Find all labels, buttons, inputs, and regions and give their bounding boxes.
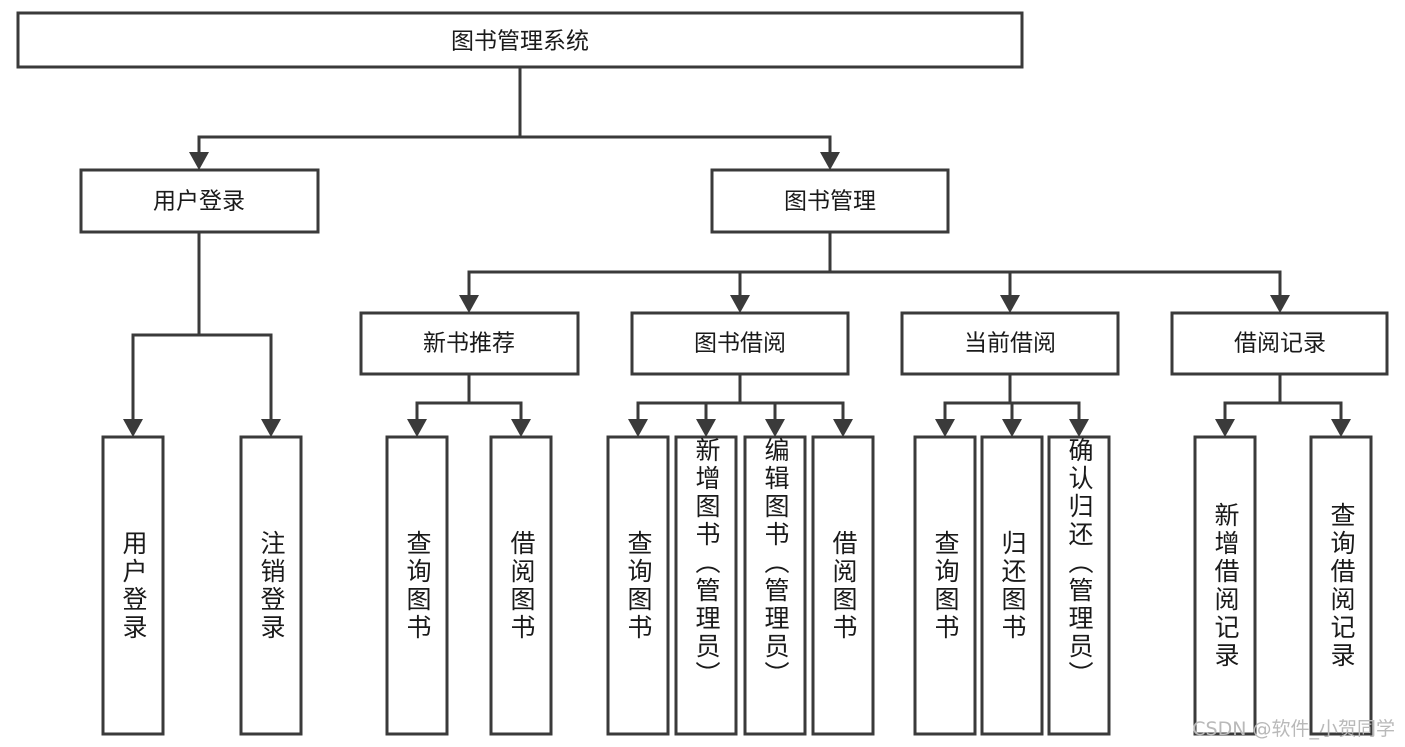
arrowhead-leaf-add-record [1215, 419, 1235, 437]
leaf-add-record-box[interactable] [1193, 435, 1257, 736]
leaf-add-book-box[interactable] [674, 435, 738, 736]
node-borrow-record-box[interactable] [1170, 311, 1389, 376]
leaf-confirm-return-box[interactable] [1047, 435, 1111, 736]
arrowhead-leaf-query-record [1331, 419, 1351, 437]
node-user-login-box[interactable] [79, 168, 320, 234]
leaf-user-login-box[interactable] [101, 435, 165, 736]
arrowhead-leaf-borrow-book-2 [833, 419, 853, 437]
arrowhead-leaf-user-login [123, 419, 143, 437]
arrowhead-leaf-query-book-1 [407, 419, 427, 437]
leaf-query-book-1-box[interactable] [385, 435, 449, 736]
arrowhead-leaf-return-book [1002, 419, 1022, 437]
node-current-borrow[interactable]: 当前借阅 [900, 311, 1120, 376]
connector-group-new-book-recommend [407, 372, 531, 437]
leaf-group-book-borrow [606, 435, 875, 736]
leaf-group-borrow-record [1193, 435, 1373, 736]
node-book-manage-label: 图书管理 [784, 189, 876, 215]
leaf-return-book-box[interactable] [980, 435, 1044, 736]
arrowhead-leaf-add-book [696, 419, 716, 437]
arrowhead-leaf-query-book-2 [628, 419, 648, 437]
arrowhead-leaf-borrow-book-1 [511, 419, 531, 437]
node-book-borrow[interactable]: 图书借阅 [630, 311, 850, 376]
connector-group-root [189, 65, 840, 170]
arrowhead-book-borrow [730, 295, 750, 313]
leaf-query-book-2-box[interactable] [606, 435, 670, 736]
connector-group-user-login [123, 230, 281, 437]
arrowhead-leaf-query-book-3 [935, 419, 955, 437]
connector-group-borrow-record [1215, 372, 1351, 437]
node-borrow-record-label: 借阅记录 [1234, 331, 1326, 357]
node-book-borrow-label: 图书借阅 [694, 331, 786, 357]
leaf-query-record-box[interactable] [1309, 435, 1373, 736]
arrowhead-book-manage [820, 152, 840, 170]
arrowhead-current-borrow [1000, 295, 1020, 313]
leaf-borrow-book-2-box[interactable] [811, 435, 875, 736]
node-user-login[interactable]: 用户登录 [79, 168, 320, 234]
node-new-book-recommend-label: 新书推荐 [423, 331, 515, 357]
node-current-borrow-box[interactable] [900, 311, 1120, 376]
node-root[interactable]: 图书管理系统 [16, 11, 1024, 69]
node-borrow-record[interactable]: 借阅记录 [1170, 311, 1389, 376]
arrowhead-new-book-recommend [459, 295, 479, 313]
node-book-manage-box[interactable] [710, 168, 950, 234]
arrowhead-leaf-edit-book [765, 419, 785, 437]
leaf-group-current-borrow [913, 435, 1111, 736]
node-new-book-recommend-box[interactable] [359, 311, 580, 376]
node-current-borrow-label: 当前借阅 [964, 331, 1056, 357]
leaf-query-book-3-box[interactable] [913, 435, 977, 736]
leaf-edit-book-box[interactable] [743, 435, 807, 736]
leaf-group-user-login [101, 435, 303, 736]
node-root-box[interactable] [16, 11, 1024, 69]
leaf-borrow-book-1-box[interactable] [489, 435, 553, 736]
arrowhead-borrow-record [1270, 295, 1290, 313]
leaf-logout-login-box[interactable] [239, 435, 303, 736]
arrowhead-leaf-confirm-return [1069, 419, 1089, 437]
node-book-borrow-box[interactable] [630, 311, 850, 376]
connector-group-current-borrow [935, 372, 1089, 437]
connector-group-book-borrow [628, 372, 853, 437]
arrowhead-leaf-logout-login [261, 419, 281, 437]
node-root-label: 图书管理系统 [451, 29, 589, 55]
node-book-manage[interactable]: 图书管理 [710, 168, 950, 234]
node-user-login-label: 用户登录 [153, 189, 245, 215]
connector-group-book-manage [459, 230, 1290, 313]
node-new-book-recommend[interactable]: 新书推荐 [359, 311, 580, 376]
arrowhead-user-login [189, 152, 209, 170]
csdn-watermark: CSDN @软件_小贺同学 [1192, 718, 1395, 740]
leaf-group-new-book-recommend [385, 435, 553, 736]
